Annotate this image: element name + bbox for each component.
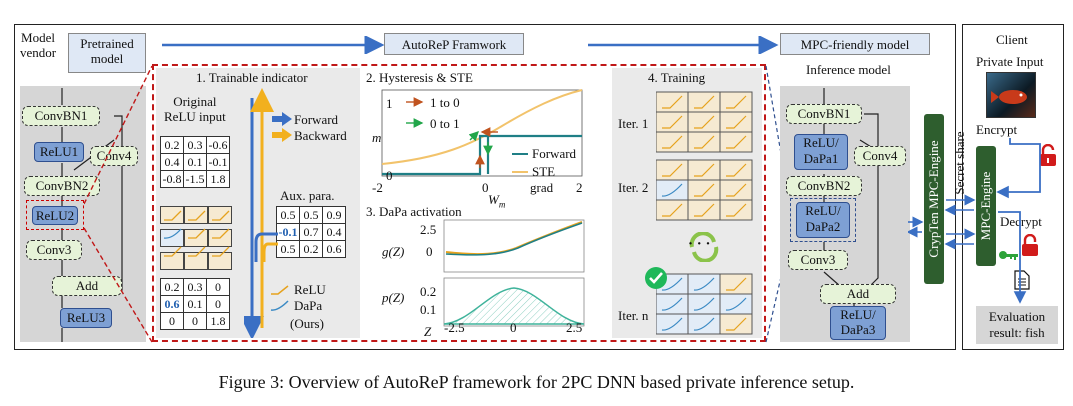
right-node-dapa1: ReLU/DaPa1 (794, 134, 848, 170)
p-label: p(Z) (382, 290, 405, 305)
backward-label: Backward (294, 128, 347, 143)
hyst-grad: grad (530, 180, 554, 195)
left-node-relu1: ReLU1 (34, 142, 84, 162)
encrypt-label: Encrypt (976, 122, 1018, 137)
lock-icon (1022, 234, 1038, 256)
right-node-convbn1: ConvBN1 (786, 104, 862, 124)
hyst-xtick-m2: -2 (372, 180, 383, 195)
lock-open-icon (1040, 144, 1056, 166)
right-node-dapa2: ReLU/DaPa2 (796, 202, 850, 238)
legend-dapa: DaPa (294, 298, 323, 313)
hyst-xlabel: Wm (488, 192, 506, 210)
panel4-title: 4. Training (648, 70, 706, 85)
aux-connector (254, 232, 278, 262)
indicator-glyphs (163, 210, 230, 257)
framework-title: AutoReP Framwork (384, 33, 524, 55)
z-tick-m25: -2.5 (444, 320, 465, 335)
leg-0to1: 0 to 1 (430, 116, 460, 131)
dapa-plot (443, 219, 585, 327)
g-tick-0: 0 (426, 244, 433, 259)
private-input-label: Private Input (976, 54, 1044, 69)
legend-relu: ReLU (294, 282, 326, 297)
hyst-forward: Forward (532, 146, 577, 161)
left-node-relu3: ReLU3 (60, 308, 112, 328)
key-icon (999, 251, 1018, 260)
panel2-title: 2. Hysteresis & STE (366, 70, 473, 85)
left-node-convbn1: ConvBN1 (22, 106, 100, 126)
engine-arrows (908, 194, 976, 250)
dapa2-highlight (790, 198, 856, 242)
panel3-title: 3. DaPa activation (366, 204, 462, 219)
forward-label: Forward (294, 112, 339, 127)
right-node-dapa3: ReLU/DaPa3 (830, 306, 886, 340)
client-frame (962, 24, 1064, 350)
z-tick-25: 2.5 (566, 320, 583, 335)
hyst-ytick-0: 0 (386, 168, 393, 183)
z-tick-0: 0 (510, 320, 517, 335)
crypten-engine: CrypTen MPC-Engine (924, 114, 944, 284)
fish-image (986, 72, 1036, 118)
figure-caption: Figure 3: Overview of AutoReP framework … (218, 372, 855, 392)
mpc-model-title: MPC-friendly model (780, 33, 930, 55)
client-arrows (996, 138, 1041, 304)
iter-grids (656, 91, 753, 335)
refresh-icon (689, 232, 719, 262)
check-icon (645, 267, 667, 289)
left-node-conv3: Conv3 (26, 240, 82, 260)
g-label: g(Z) (382, 244, 405, 259)
legend-ours: (Ours) (290, 316, 324, 331)
iter1-label: Iter. 1 (618, 116, 649, 131)
autorep-region (152, 64, 766, 342)
relu-dapa-legend (270, 285, 289, 311)
top-arrows (162, 36, 779, 54)
iter2-label: Iter. 2 (618, 180, 649, 195)
dapa-cell (160, 229, 184, 247)
client-label: Client (996, 32, 1028, 47)
right-node-conv3: Conv3 (788, 250, 848, 270)
zoom-lines (84, 65, 791, 343)
decrypt-label: Decrypt (1000, 214, 1042, 229)
hyst-ste: STE (532, 164, 556, 179)
aux-title: Aux. para. (280, 188, 335, 203)
fwd-bwd-bars (244, 88, 274, 338)
p-tick-02: 0.2 (420, 284, 437, 299)
p-tick-01: 0.1 (420, 302, 437, 317)
z-label: Z (424, 324, 432, 339)
panel1-title: 1. Trainable indicator (196, 70, 308, 85)
main-frame (14, 24, 956, 350)
hyst-ytick-1b: 1 (386, 96, 393, 111)
hysteresis-plot (381, 89, 583, 177)
hyst-xtick-0: 0 (482, 180, 489, 195)
g-tick-25: 2.5 (420, 222, 437, 237)
itern-label: Iter. n (618, 308, 649, 323)
hyst-ylabel: m (372, 130, 382, 145)
forward-legend-arrow (272, 112, 292, 126)
mpc-engine: MPC-Engine (976, 146, 996, 266)
iter-dots: · · · (688, 236, 711, 252)
leg-1to0: 1 to 0 (430, 95, 460, 110)
indicator-grid (160, 206, 238, 275)
hyst-xtick-2: 2 (576, 180, 583, 195)
left-node-relu2: ReLU2 (32, 206, 78, 225)
left-node-add: Add (52, 276, 122, 296)
left-node-convbn2: ConvBN2 (24, 176, 100, 196)
right-node-conv4: Conv4 (854, 146, 906, 166)
backward-legend-arrow (272, 128, 292, 142)
right-node-convbn2: ConvBN2 (786, 176, 862, 196)
relu2-highlight (26, 200, 84, 230)
right-node-add: Add (820, 284, 896, 304)
inference-title: Inference model (806, 62, 891, 77)
